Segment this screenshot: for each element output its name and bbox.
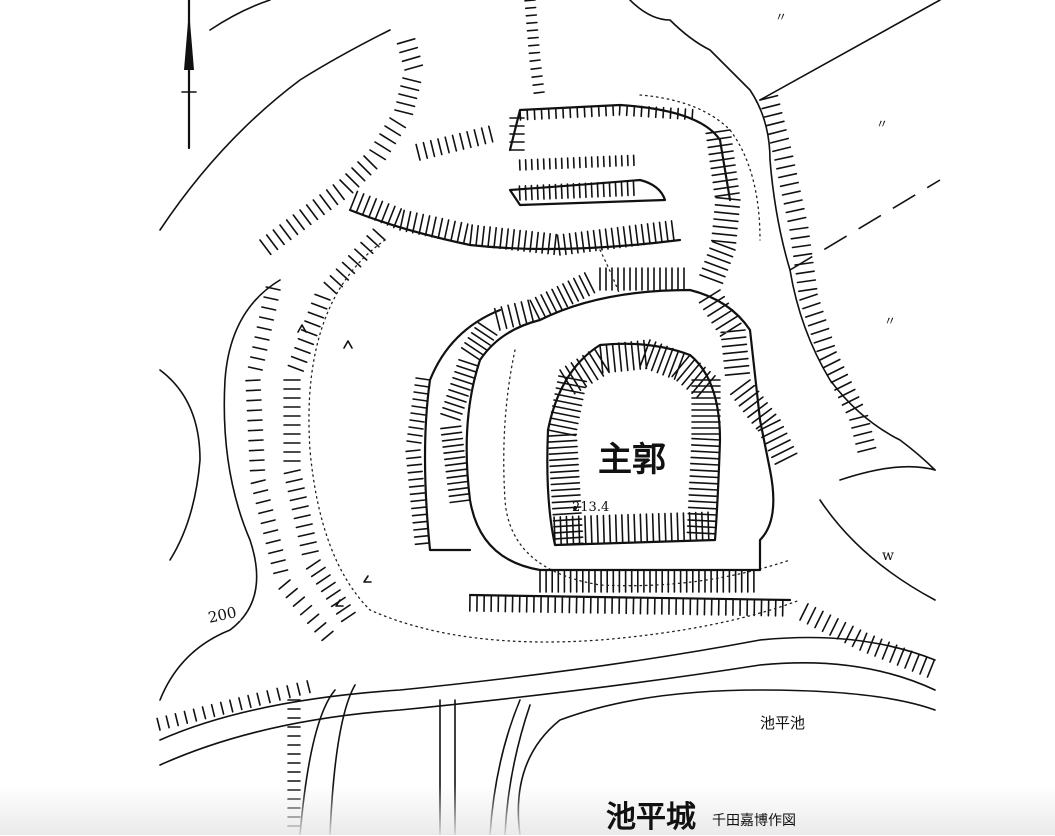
path-arrows [297, 324, 372, 607]
terrace-edges [308, 94, 801, 643]
map-credit: 千田嘉博作図 [712, 813, 796, 829]
pond-label: 池平池 [760, 714, 806, 732]
map-title: 池平城 [606, 800, 696, 835]
bottom-fade [0, 785, 1055, 835]
ditto-mark: 〃 [775, 10, 788, 24]
survey-point-icon [573, 506, 577, 510]
cliff-line [629, 0, 936, 471]
main-enclosure-outline [546, 342, 722, 547]
north-arrow-icon [181, 0, 197, 150]
main-enclosure-label: 主郭 [598, 440, 666, 480]
water-label: w [882, 548, 894, 564]
hachure-slopes [156, 0, 935, 827]
terrace-outlines [348, 103, 792, 602]
elevation-label: 213.4 [572, 500, 610, 515]
ditto-mark: 〃 [876, 117, 889, 131]
ditto-mark: 〃 [884, 314, 897, 328]
